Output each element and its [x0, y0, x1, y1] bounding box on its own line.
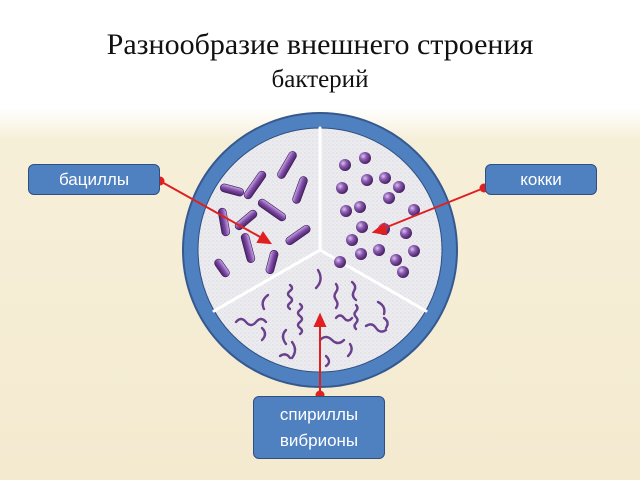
- slide-title: Разнообразие внешнего строения: [106, 28, 534, 61]
- pointer-arrows: [155, 176, 489, 400]
- label-cocci: кокки: [485, 164, 597, 195]
- label-bacilli: бациллы: [28, 164, 160, 195]
- spirilla-group: [234, 268, 389, 368]
- cocci-group: [334, 152, 420, 278]
- slide-subtitle: бактерий: [271, 66, 369, 93]
- label-spirilla-vibrios: спириллы вибрионы: [253, 396, 385, 459]
- label-spirilla: спириллы: [279, 405, 359, 424]
- label-vibrios: вибрионы: [279, 431, 359, 450]
